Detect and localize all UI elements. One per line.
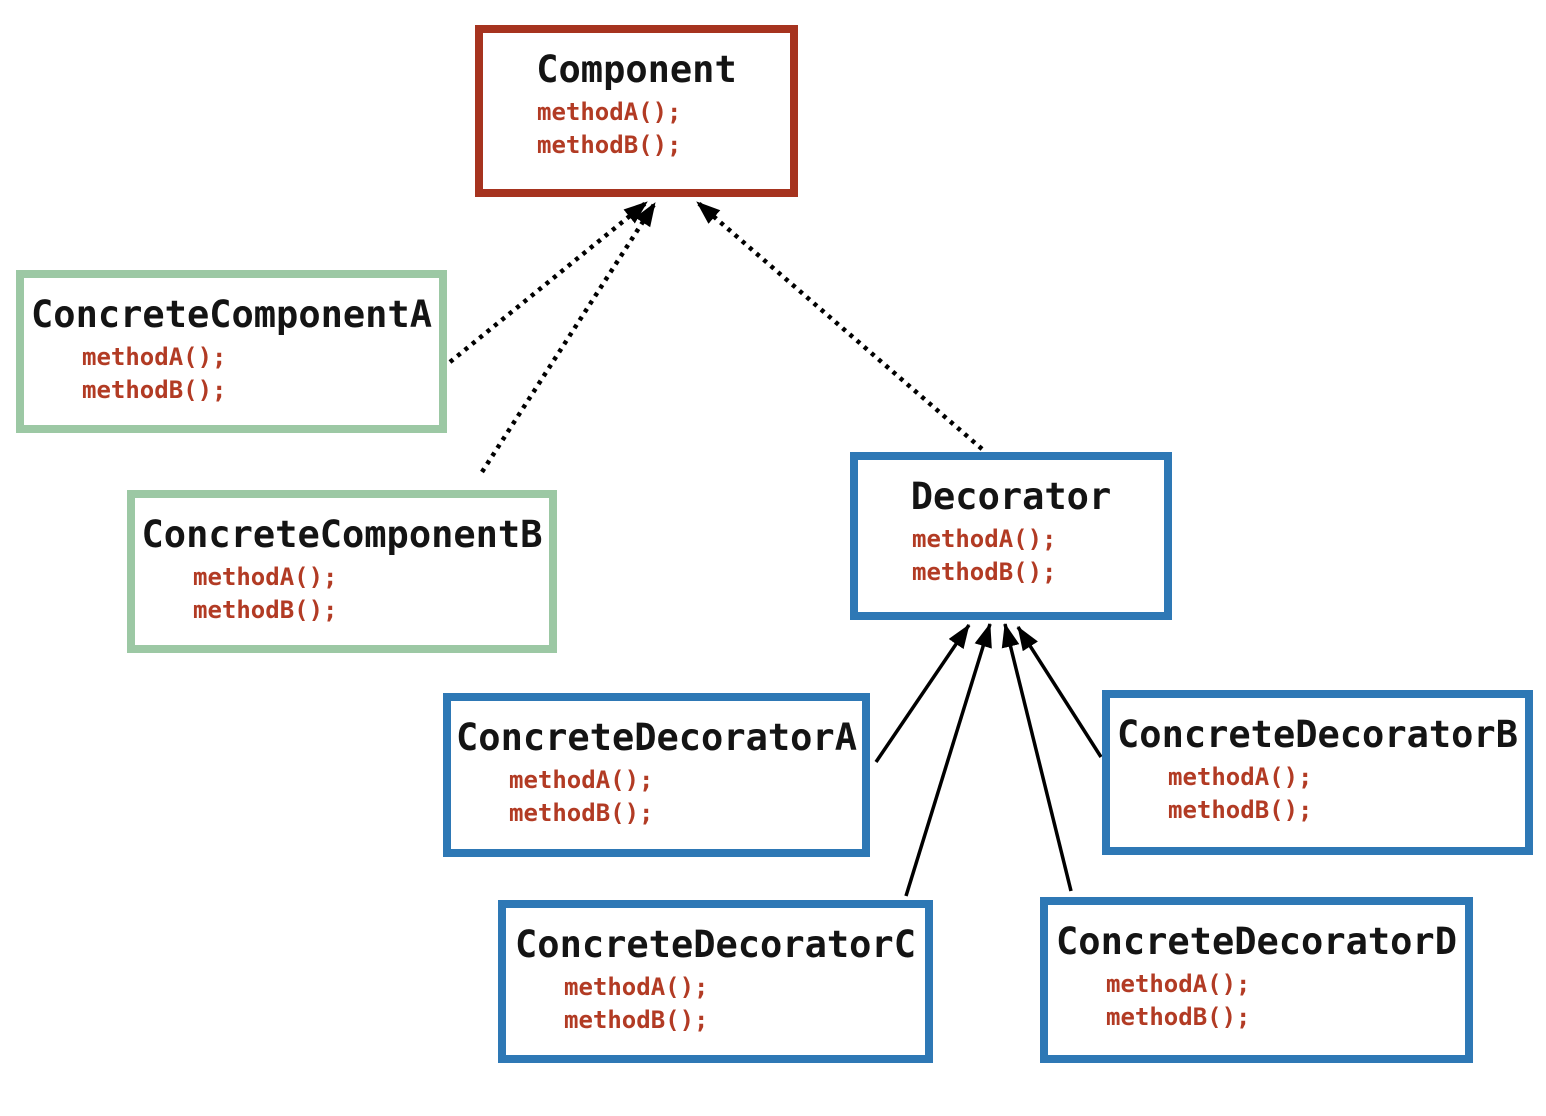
- class-box-concrete-decorator-d: ConcreteDecoratorD methodA(); methodB();: [1040, 897, 1473, 1063]
- class-methods: methodA(); methodB();: [1048, 968, 1465, 1033]
- class-box-concrete-decorator-a: ConcreteDecoratorA methodA(); methodB();: [443, 693, 870, 857]
- method-line: methodB();: [82, 375, 227, 404]
- arrow-decorator-to-component: [695, 200, 984, 451]
- class-methods: methodA(); methodB();: [858, 523, 1164, 588]
- class-name: ConcreteComponentB: [141, 513, 543, 556]
- class-box-decorator: Decorator methodA(); methodB();: [850, 452, 1172, 620]
- class-name: ConcreteDecoratorA: [456, 716, 857, 759]
- class-name: Component: [536, 48, 737, 91]
- class-methods: methodA(); methodB();: [506, 971, 925, 1036]
- method-line: methodA();: [1168, 763, 1313, 792]
- class-methods: methodA(); methodB();: [24, 341, 439, 406]
- class-box-concrete-decorator-c: ConcreteDecoratorC methodA(); methodB();: [498, 900, 933, 1063]
- class-methods: methodA(); methodB();: [483, 96, 790, 161]
- class-name: Decorator: [910, 475, 1112, 518]
- class-methods: methodA(); methodB();: [135, 561, 549, 626]
- method-line: methodB();: [912, 557, 1057, 586]
- method-line: methodB();: [564, 1005, 709, 1034]
- method-line: methodA();: [193, 563, 338, 592]
- method-line: methodB();: [193, 595, 338, 624]
- class-box-concrete-component-a: ConcreteComponentA methodA(); methodB();: [16, 270, 447, 433]
- method-line: methodA();: [537, 98, 682, 127]
- class-name: ConcreteComponentA: [31, 293, 432, 336]
- method-line: methodA();: [509, 766, 654, 795]
- method-line: methodB();: [1168, 795, 1313, 824]
- class-name: ConcreteDecoratorB: [1117, 713, 1518, 756]
- method-line: methodB();: [509, 798, 654, 827]
- arrow-concrete-decorator-c-to-decorator: [904, 623, 992, 897]
- class-box-concrete-component-b: ConcreteComponentB methodA(); methodB();: [127, 490, 557, 653]
- method-line: methodA();: [82, 343, 227, 372]
- method-line: methodA();: [564, 973, 709, 1002]
- arrow-concrete-component-b-to-component: [480, 201, 657, 474]
- class-box-component: Component methodA(); methodB();: [475, 25, 798, 197]
- method-line: methodA();: [1106, 970, 1251, 999]
- class-box-concrete-decorator-b: ConcreteDecoratorB methodA(); methodB();: [1102, 690, 1533, 855]
- class-name: ConcreteDecoratorC: [515, 923, 916, 966]
- class-methods: methodA(); methodB();: [1110, 761, 1525, 826]
- method-line: methodB();: [1106, 1002, 1251, 1031]
- method-line: methodB();: [537, 130, 682, 159]
- method-line: methodA();: [912, 525, 1057, 554]
- class-name: ConcreteDecoratorD: [1056, 920, 1457, 963]
- arrow-concrete-decorator-b-to-decorator: [1016, 626, 1103, 758]
- arrow-concrete-decorator-d-to-decorator: [1001, 623, 1073, 892]
- arrow-concrete-decorator-a-to-decorator: [874, 624, 971, 763]
- arrow-concrete-component-a-to-component: [448, 200, 649, 364]
- class-methods: methodA(); methodB();: [451, 764, 862, 829]
